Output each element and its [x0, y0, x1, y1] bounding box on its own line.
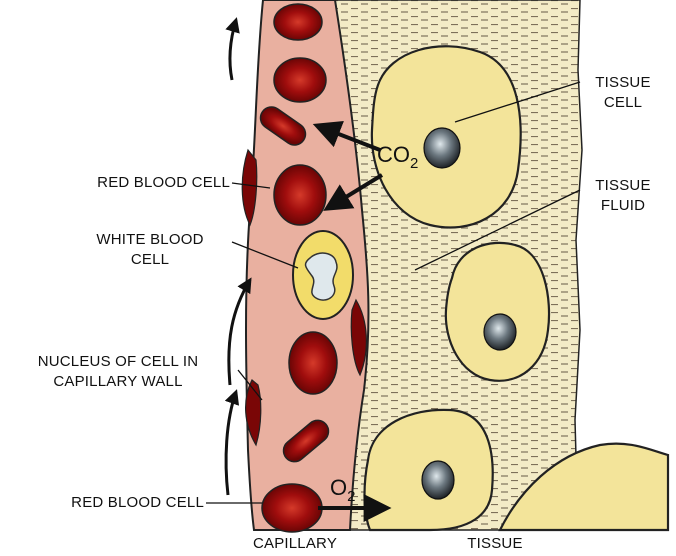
- capillary-label: CAPILLARY: [230, 534, 360, 554]
- o2-base: O: [330, 475, 347, 500]
- co2-base: CO: [377, 142, 410, 167]
- o2-subscript: 2: [347, 488, 355, 505]
- tissue-cell-middle: [446, 243, 549, 381]
- red-blood-cell-upper-label: RED BLOOD CELL: [20, 173, 230, 193]
- co2-subscript: 2: [410, 155, 418, 172]
- tissue-label: TISSUE: [440, 534, 550, 554]
- co2-label: CO2: [377, 142, 418, 172]
- white-blood-cell: [293, 231, 353, 319]
- o2-label: O2: [330, 475, 355, 505]
- red-blood-cell-lower-label: RED BLOOD CELL: [0, 493, 204, 513]
- white-blood-cell-label: WHITE BLOOD CELL: [70, 230, 230, 270]
- nucleus-capillary-wall-label: NUCLEUS OF CELL IN CAPILLARY WALL: [2, 352, 234, 392]
- tissue-cell-top: [372, 46, 521, 227]
- tissue-cell-label: TISSUE CELL: [583, 73, 663, 113]
- tissue-fluid-label: TISSUE FLUID: [583, 176, 663, 216]
